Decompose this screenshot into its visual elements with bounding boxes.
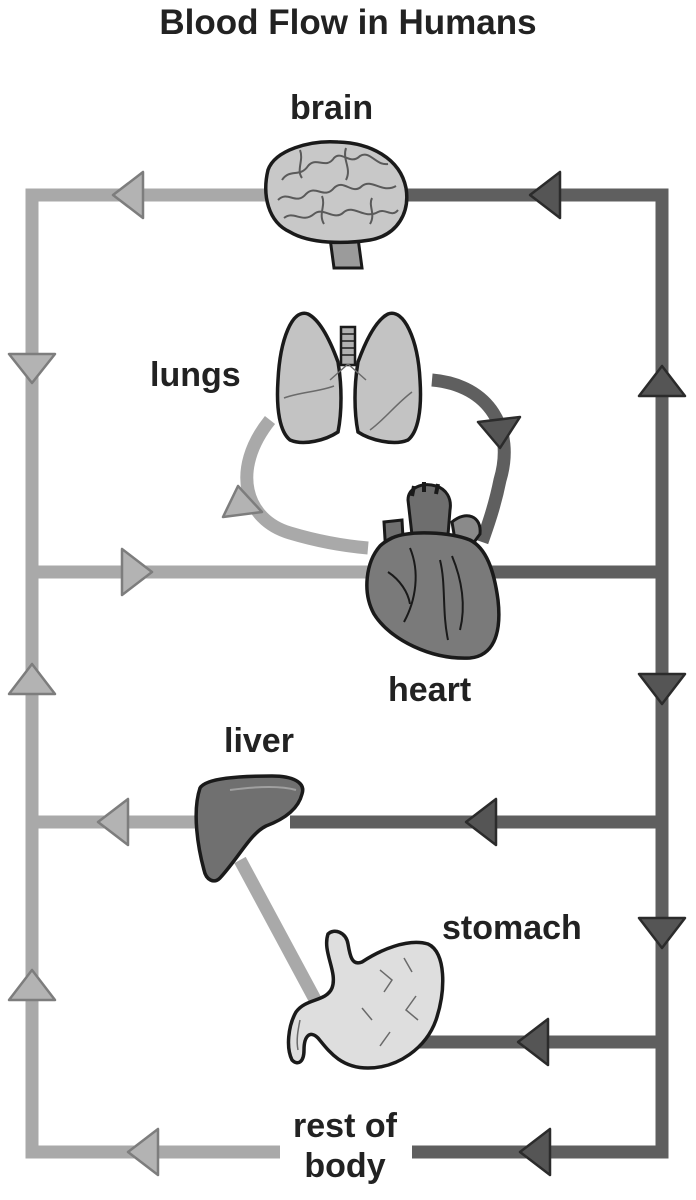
light-arrows (7, 170, 264, 1177)
arrow-lung-return (221, 484, 264, 519)
diagram-title: Blood Flow in Humans (159, 3, 537, 42)
heart-icon (365, 482, 501, 660)
label-heart: heart (388, 671, 472, 709)
arrow-left-rest (126, 1127, 160, 1177)
arrow-down-right-middle (637, 672, 687, 706)
arrow-left-to-liver (464, 797, 498, 847)
arrow-lung-out (476, 415, 522, 450)
arrow-left-to-brain (528, 170, 562, 220)
arrow-down-left-upper (7, 352, 57, 385)
brain-icon (264, 140, 409, 270)
arrow-left-to-stomach (516, 1017, 550, 1067)
dark-arrows (464, 170, 687, 1177)
arrow-left-brain (111, 170, 145, 220)
liver-icon (194, 774, 305, 883)
label-rest-of-body: rest of body (293, 1107, 397, 1185)
light-vessel-lung-return (240, 415, 369, 555)
light-vessel-stomach-liver (234, 856, 324, 1009)
arrow-up-right-upper (637, 364, 687, 398)
dark-vessel-lung-out (431, 373, 511, 545)
arrow-left-to-rest (518, 1127, 552, 1177)
lungs-icon (275, 311, 423, 445)
stomach-icon (286, 929, 445, 1070)
label-stomach: stomach (442, 909, 582, 947)
light-vessel-main (25, 188, 280, 1159)
label-brain: brain (290, 89, 374, 127)
arrow-left-liver (96, 797, 130, 847)
label-liver: liver (224, 722, 294, 760)
arrow-up-left-middle (7, 662, 57, 696)
arrow-down-right-lower (637, 916, 687, 950)
arrow-right-to-heart (120, 547, 154, 597)
label-lungs: lungs (150, 356, 241, 394)
arrow-up-left-lower (7, 968, 57, 1002)
